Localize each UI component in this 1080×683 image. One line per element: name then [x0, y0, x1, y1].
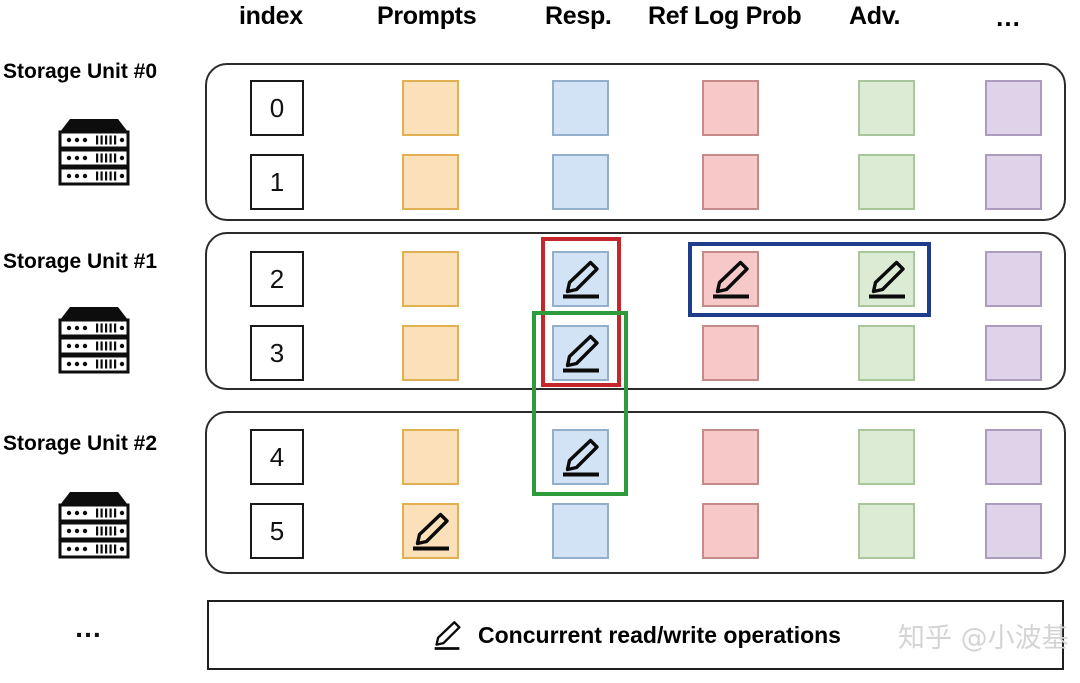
- more-cell[interactable]: [985, 325, 1042, 381]
- adv-cell[interactable]: [858, 325, 915, 381]
- resp-cell[interactable]: [552, 251, 609, 307]
- resp-cell[interactable]: [552, 503, 609, 559]
- column-header-adv: Adv.: [849, 2, 901, 30]
- index-cell: 2: [250, 251, 304, 307]
- pencil-icon: [562, 334, 599, 373]
- adv-cell[interactable]: [858, 251, 915, 307]
- adv-cell[interactable]: [858, 80, 915, 136]
- more-cell[interactable]: [985, 429, 1042, 485]
- pencil-icon: [562, 260, 599, 299]
- index-cell: 3: [250, 325, 304, 381]
- index-cell: 5: [250, 503, 304, 559]
- green-highlight-resp-rows-3-4: [532, 311, 628, 496]
- pencil-icon: [562, 438, 599, 477]
- table-row: 2: [0, 251, 1080, 315]
- storage-unit-0-label: Storage Unit #0: [3, 60, 158, 83]
- column-header-prompts: Prompts: [377, 2, 477, 30]
- resp-cell[interactable]: [552, 80, 609, 136]
- table-row: 0: [0, 80, 1080, 144]
- ref-log-prob-cell[interactable]: [702, 503, 759, 559]
- server-rack-icon: [46, 304, 142, 376]
- more-cell[interactable]: [985, 154, 1042, 210]
- table-row: 3: [0, 325, 1080, 389]
- column-header-resp: Resp.: [545, 2, 612, 30]
- more-cell[interactable]: [985, 251, 1042, 307]
- ref-log-prob-cell[interactable]: [702, 154, 759, 210]
- column-header-index: index: [239, 2, 303, 30]
- storage-unit-0-container: [205, 63, 1066, 221]
- table-row: 4: [0, 429, 1080, 493]
- column-header-ref-log-prob: Ref Log Prob: [648, 2, 802, 30]
- column-header-more: …: [995, 2, 1022, 32]
- legend-box: Concurrent read/write operations: [207, 600, 1064, 670]
- more-cell[interactable]: [985, 80, 1042, 136]
- more-cell[interactable]: [985, 503, 1042, 559]
- ref-log-prob-cell[interactable]: [702, 80, 759, 136]
- prompts-cell[interactable]: [402, 503, 459, 559]
- ref-log-prob-cell[interactable]: [702, 325, 759, 381]
- prompts-cell[interactable]: [402, 325, 459, 381]
- prompts-cell[interactable]: [402, 80, 459, 136]
- index-cell: 0: [250, 80, 304, 136]
- blue-highlight-ref-adv-row-2: [688, 242, 931, 317]
- ref-log-prob-cell[interactable]: [702, 251, 759, 307]
- pencil-icon: [434, 621, 461, 650]
- storage-unit-2-container: [205, 411, 1066, 574]
- resp-cell[interactable]: [552, 429, 609, 485]
- index-cell: 4: [250, 429, 304, 485]
- server-rack-icon: [46, 489, 142, 561]
- adv-cell[interactable]: [858, 154, 915, 210]
- pencil-icon: [868, 260, 905, 299]
- prompts-cell[interactable]: [402, 429, 459, 485]
- storage-unit-1-container: [205, 232, 1066, 390]
- table-row: 1: [0, 154, 1080, 218]
- index-cell: 1: [250, 154, 304, 210]
- prompts-cell[interactable]: [402, 251, 459, 307]
- prompts-cell[interactable]: [402, 154, 459, 210]
- legend-label: Concurrent read/write operations: [478, 621, 841, 648]
- adv-cell[interactable]: [858, 503, 915, 559]
- storage-unit-1-label: Storage Unit #1: [3, 250, 158, 273]
- adv-cell[interactable]: [858, 429, 915, 485]
- ref-log-prob-cell[interactable]: [702, 429, 759, 485]
- storage-unit-2-label: Storage Unit #2: [3, 432, 158, 455]
- ellipsis-more-units: …: [74, 612, 104, 643]
- resp-cell[interactable]: [552, 154, 609, 210]
- pencil-icon: [712, 260, 749, 299]
- resp-cell[interactable]: [552, 325, 609, 381]
- server-rack-icon: [46, 116, 142, 188]
- pencil-icon: [412, 512, 449, 551]
- table-row: 5: [0, 503, 1080, 567]
